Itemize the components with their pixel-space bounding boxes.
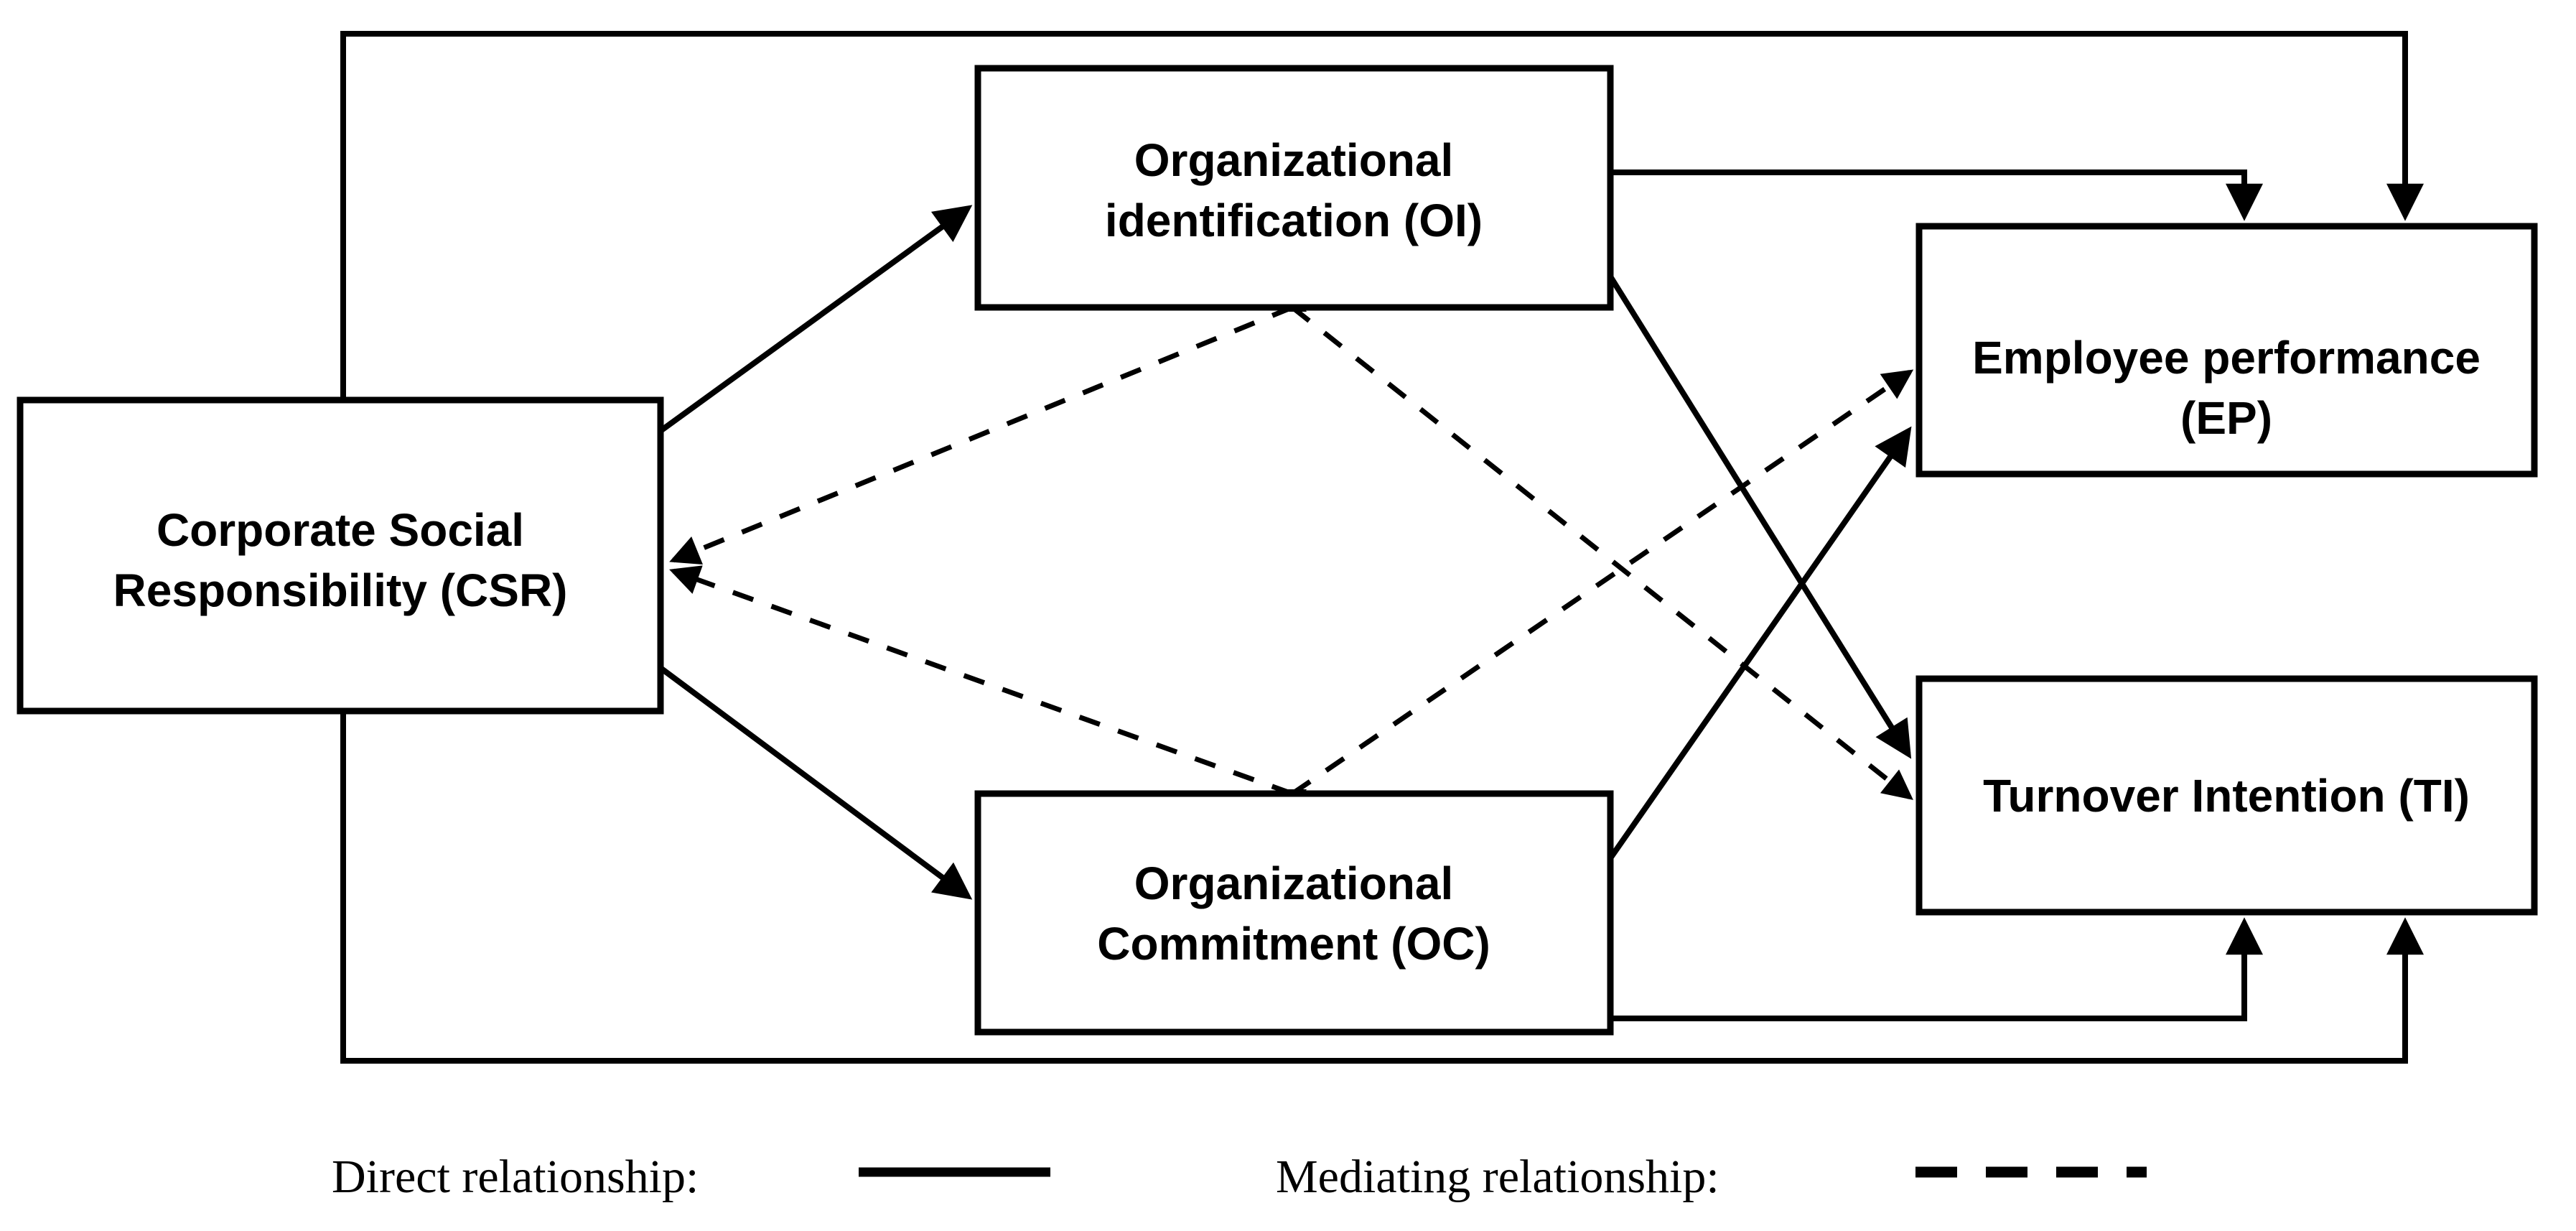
arrow-oi-to-ep (1610, 169, 2263, 221)
arrow-csr-to-oc (658, 665, 973, 900)
arrow-csr-to-oi (658, 205, 973, 434)
node-label-ti: Turnover Intention (TI) (1983, 770, 2470, 822)
arrow-oi-to-ti (1607, 274, 1912, 759)
arrow-oc-to-ti (1610, 917, 2263, 1021)
node-box-oi (974, 65, 1614, 311)
arrow-csr-to-ti-outer-bottom (340, 711, 2424, 1064)
node-box-csr (17, 396, 664, 715)
arrow-oc-to-ep (1607, 426, 1912, 860)
node-box-oc (974, 790, 1614, 1036)
node-box-ep (1915, 223, 2538, 478)
mediating-oi-to-ti (1290, 305, 1913, 800)
mediating-oc-to-ep (1291, 369, 1914, 796)
legend-direct-label: Direct relationship: (332, 1151, 699, 1203)
arrow-csr-to-ep-outer-top (340, 31, 2424, 400)
node-box-ti (1915, 675, 2538, 916)
mediating-oi-to-csr (669, 305, 1294, 565)
node-label-ep: Employee performance(EP) (1972, 332, 2481, 444)
mediating-oc-to-csr (669, 565, 1294, 796)
legend-mediating-label: Mediating relationship: (1276, 1151, 1719, 1203)
